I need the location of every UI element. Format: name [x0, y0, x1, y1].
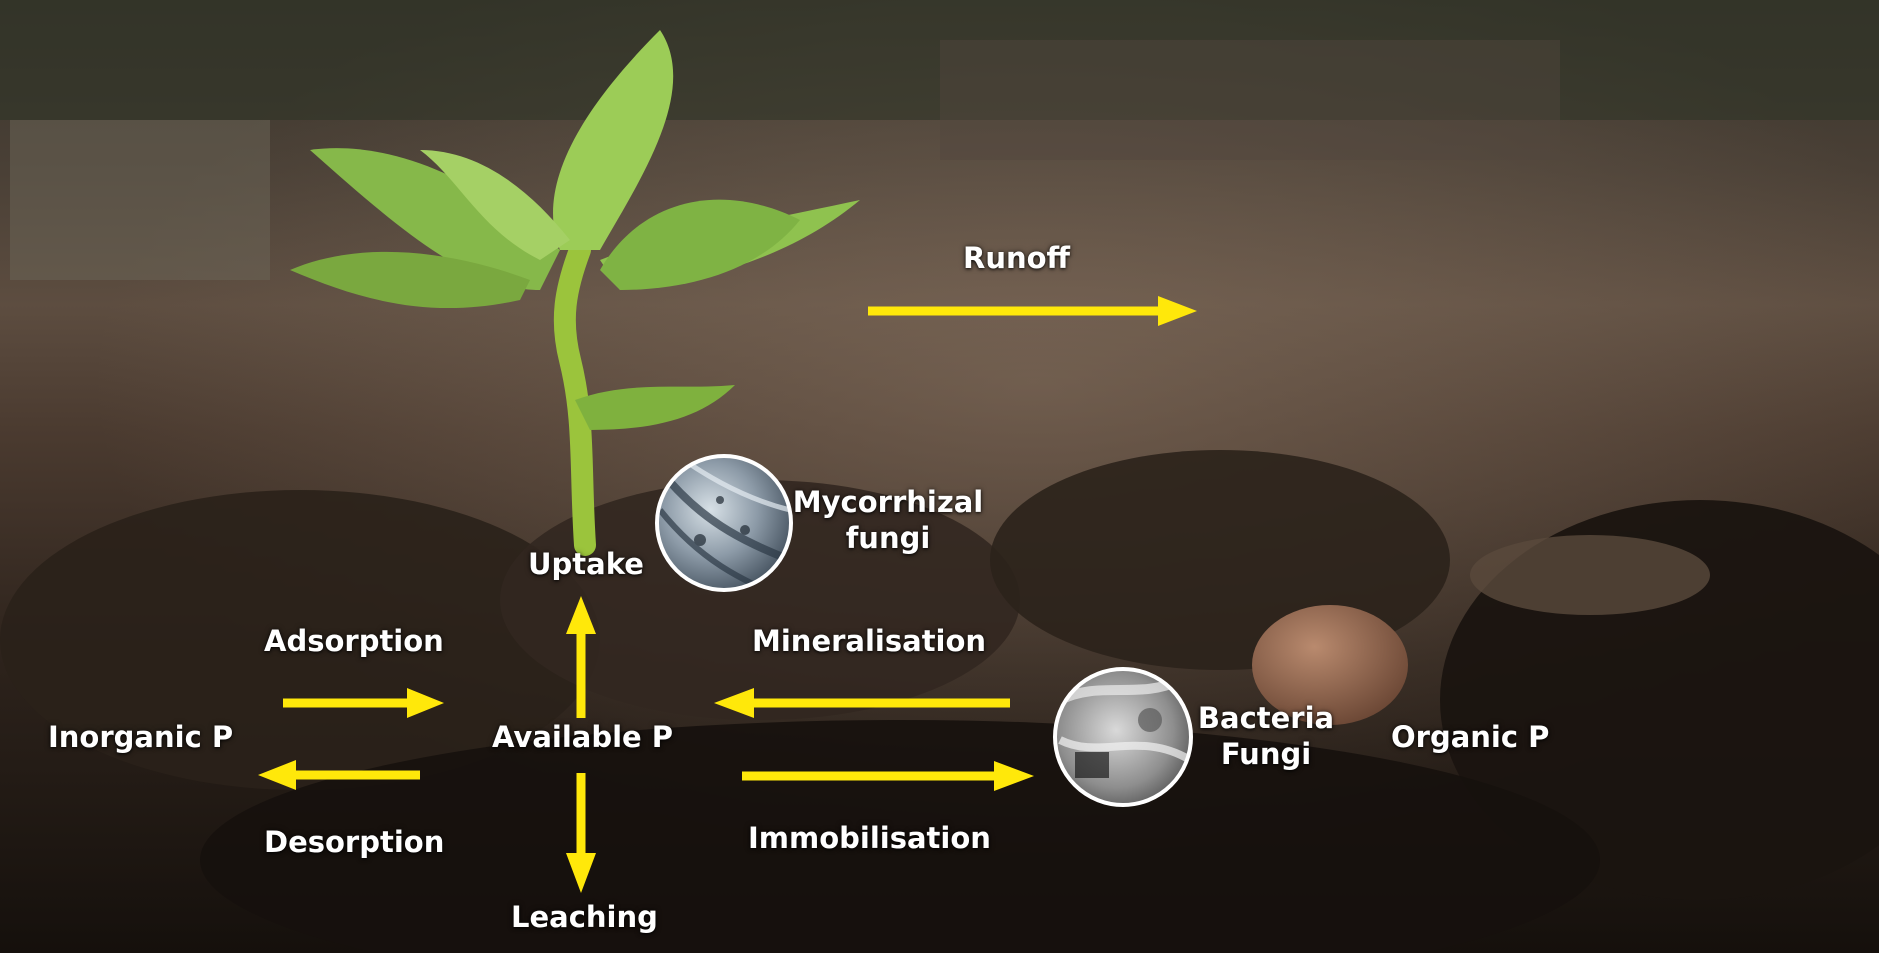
leaching-label: Leaching — [511, 899, 658, 935]
inorganic-p-label: Inorganic P — [48, 719, 233, 755]
mineralisation-label: Mineralisation — [752, 623, 986, 659]
mycorrhizal-label-line2: fungi — [793, 520, 983, 556]
bacteria-label-line1: Bacteria — [1198, 700, 1334, 736]
runoff-label: Runoff — [963, 240, 1070, 276]
organic-p-label: Organic P — [1391, 719, 1549, 755]
uptake-label: Uptake — [528, 546, 644, 582]
adsorption-label: Adsorption — [264, 623, 444, 659]
bacteria-label-line2: Fungi — [1198, 736, 1334, 772]
mycorrhizal-label-line1: Mycorrhizal — [793, 484, 983, 520]
bacteria-fungi-label: Bacteria Fungi — [1198, 700, 1334, 773]
immobilisation-label: Immobilisation — [748, 820, 991, 856]
desorption-label: Desorption — [264, 824, 444, 860]
available-p-label: Available P — [492, 719, 673, 755]
mycorrhizal-fungi-label: Mycorrhizal fungi — [793, 484, 983, 557]
bacteria-microscope-image — [1055, 669, 1191, 805]
